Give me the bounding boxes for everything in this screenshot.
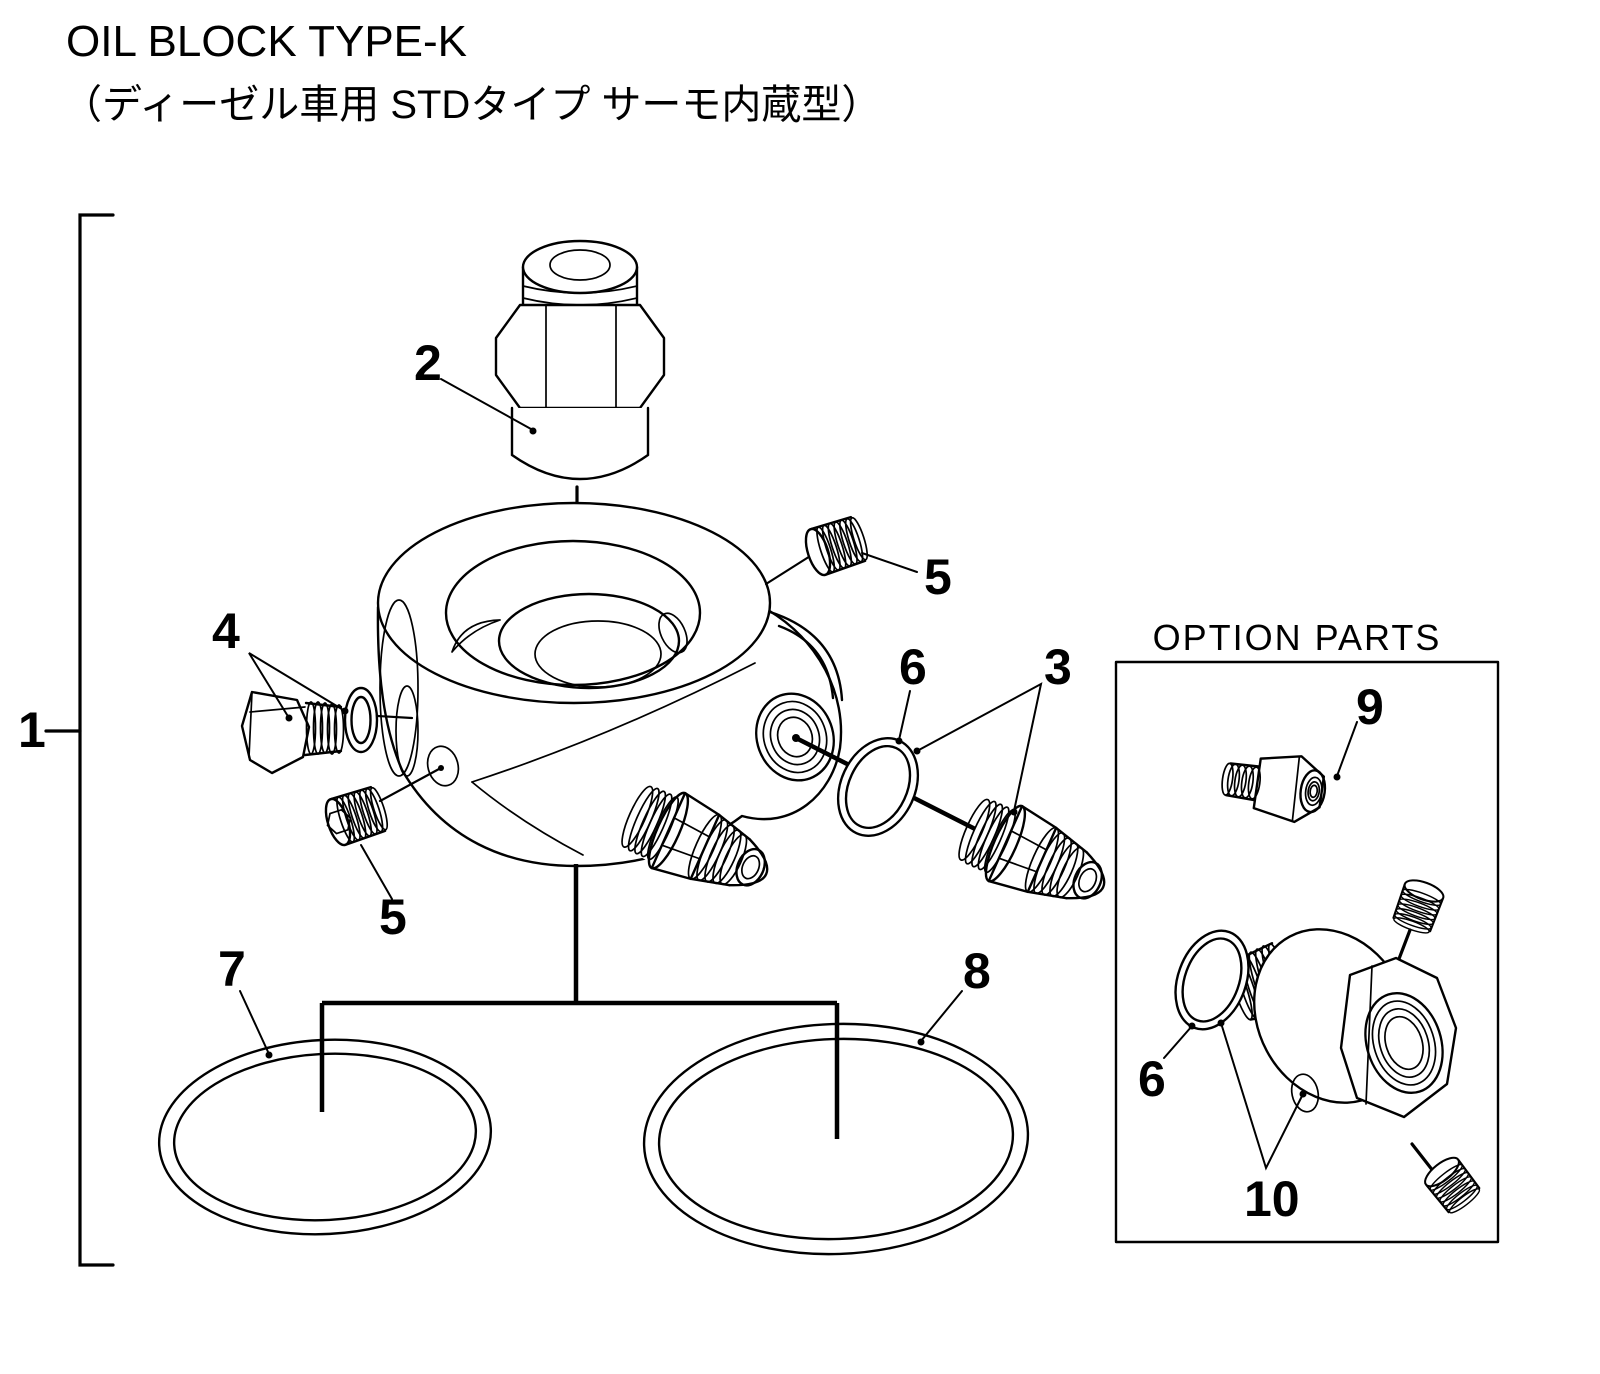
leader-5-lower: 5 (360, 844, 407, 945)
center-bolt (494, 239, 666, 700)
hex-socket (326, 808, 352, 835)
leader-2: 2 (414, 335, 537, 435)
leader-5-upper: 5 (861, 549, 952, 605)
oring-7 (157, 1038, 493, 1236)
option-parts-title: OPTION PARTS (1153, 617, 1442, 658)
callout-3: 3 (1044, 639, 1072, 695)
leader-6-option: 6 (1138, 1022, 1196, 1107)
callout-5-upper: 5 (924, 549, 952, 605)
oring-option-6 (1174, 929, 1250, 1031)
plug-lower (319, 765, 444, 850)
callout-6-option: 6 (1138, 1051, 1166, 1107)
adapter-9 (1221, 755, 1327, 824)
option-parts-box: OPTION PARTS 9 (1114, 617, 1500, 1244)
leader-8: 8 (917, 943, 991, 1046)
page-subtitle: （ディーゼル車用 STDタイプ サーモ内蔵型） (62, 83, 881, 127)
oil-block-body (376, 501, 844, 868)
plug-upper (764, 513, 873, 586)
page-title: OIL BLOCK TYPE-K (66, 17, 467, 66)
leader-6: 6 (895, 639, 927, 745)
callout-7: 7 (218, 941, 246, 997)
leader-7: 7 (218, 941, 273, 1059)
leader-9: 9 (1333, 679, 1384, 781)
oring-8 (642, 1022, 1030, 1256)
callout-10: 10 (1244, 1171, 1300, 1227)
callout-5-lower: 5 (379, 889, 407, 945)
valve-10 (1229, 875, 1485, 1218)
connector-lines (319, 864, 840, 1139)
callout-9: 9 (1356, 679, 1384, 735)
boss-port (755, 692, 835, 782)
callout-6: 6 (899, 639, 927, 695)
leader-10: 10 (1217, 1019, 1307, 1227)
fitting-loose (948, 786, 1123, 928)
callout-1: 1 (18, 702, 46, 758)
callout-8: 8 (963, 943, 991, 999)
callout-2: 2 (414, 335, 442, 391)
leader-4: 4 (212, 603, 349, 722)
leader-3: 3 (913, 639, 1072, 816)
assembly-bracket: 1 (18, 213, 115, 1267)
callout-4: 4 (212, 603, 240, 659)
drain-bolt-4 (240, 686, 414, 775)
